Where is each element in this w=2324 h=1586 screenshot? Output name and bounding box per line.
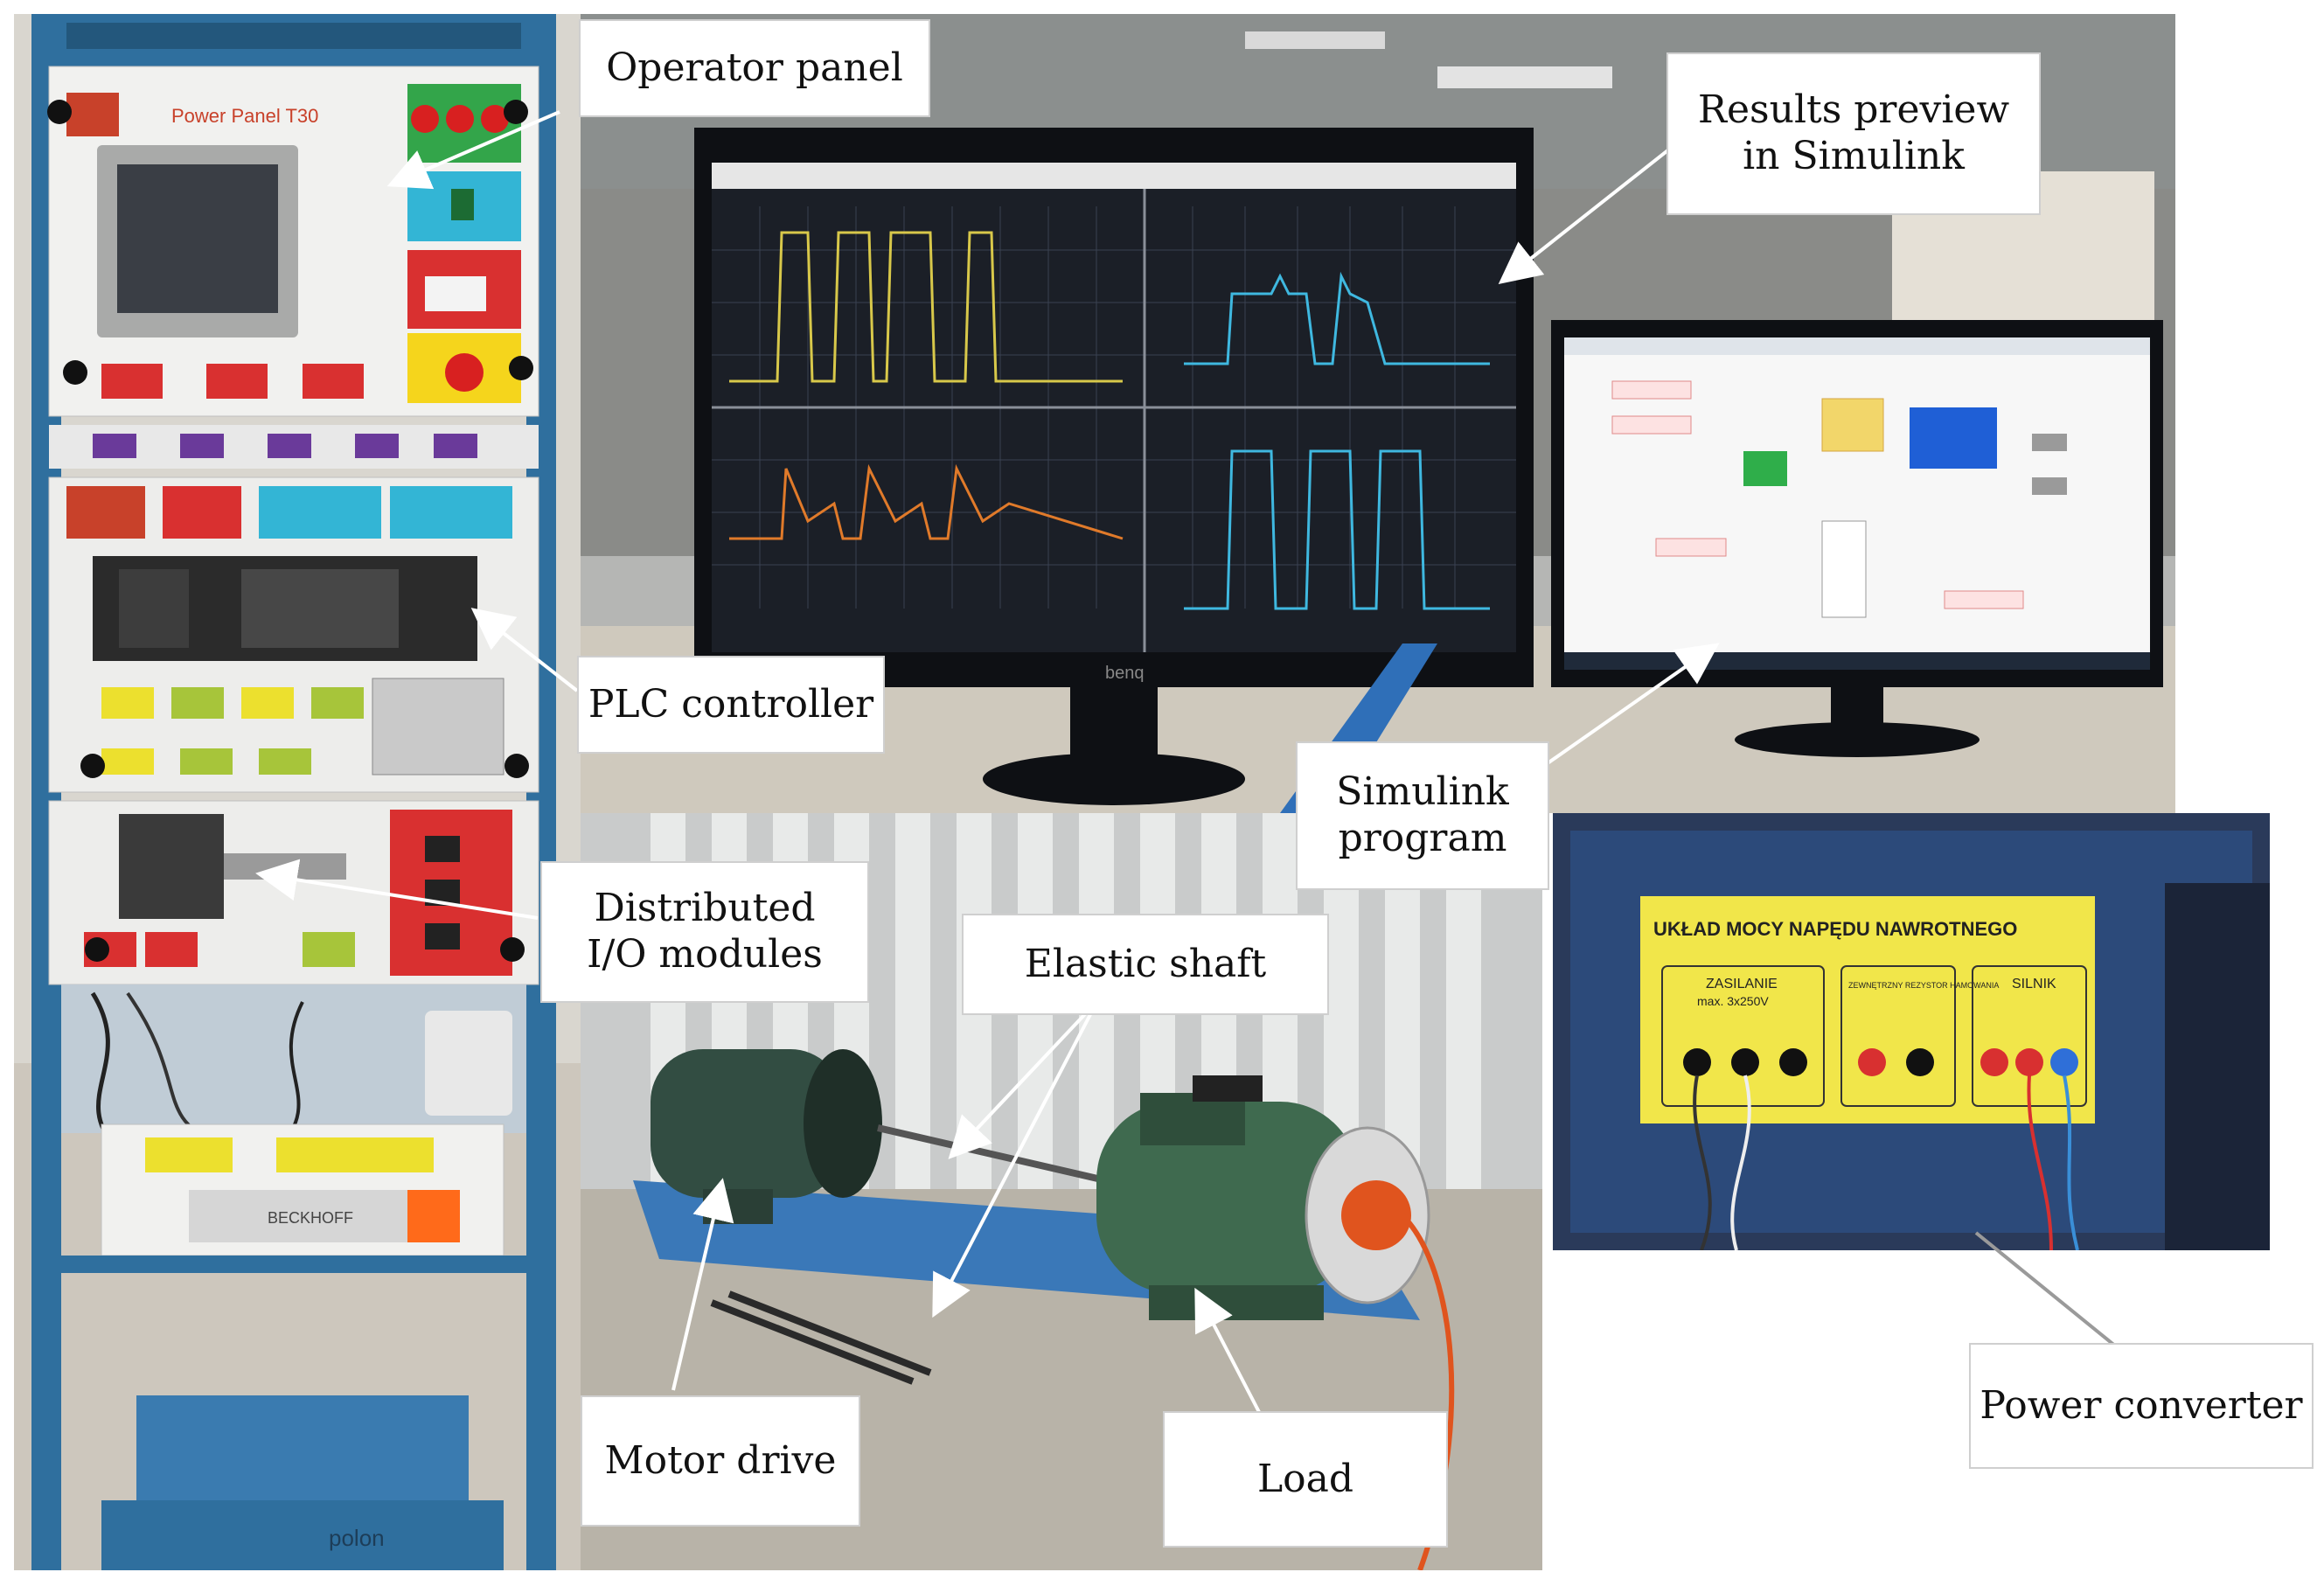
label-results-preview: Results preview in Simulink [1666, 52, 2041, 215]
arrow-elastic-shaft-1 [948, 999, 1099, 1159]
arrow-simulink-program [1537, 643, 1720, 771]
power-converter-illustration: UKŁAD MOCY NAPĘDU NAWROTNEGO ZASILANIE m… [1553, 813, 2270, 1250]
label-simulink-program: Simulink program [1296, 741, 1549, 890]
label-load: Load [1163, 1411, 1448, 1548]
arrow-elastic-shaft-2 [932, 1000, 1099, 1318]
label-power-converter: Power converter [1969, 1343, 2314, 1469]
converter-section-1: ZASILANIE [1706, 977, 1778, 991]
rack-brand: polon [329, 1525, 385, 1551]
label-operator-panel: Operator panel [579, 19, 930, 117]
arrow-operator-panel [386, 110, 560, 190]
arrow-motor-drive [671, 1178, 734, 1391]
rack-photo: Power Panel T30 [14, 14, 581, 1570]
label-plc-controller: PLC controller [577, 656, 885, 754]
power-panel-title: Power Panel T30 [171, 105, 318, 127]
arrow-power-converter [1974, 1231, 2118, 1348]
monitor-brand: benq [1105, 664, 1145, 683]
converter-section-1-sub: max. 3x250V [1697, 994, 1769, 1008]
arrow-load [1194, 1287, 1261, 1413]
io-module-text: BECKHOFF [268, 1209, 353, 1227]
arrow-results-preview [1498, 147, 1672, 284]
arrow-distributed-io [255, 859, 539, 920]
converter-title: UKŁAD MOCY NAPĘDU NAWROTNEGO [1653, 918, 2017, 940]
power-converter-photo: UKŁAD MOCY NAPĘDU NAWROTNEGO ZASILANIE m… [1553, 813, 2270, 1250]
converter-section-3: SILNIK [2012, 977, 2056, 991]
arrow-plc-controller [470, 608, 579, 692]
label-distributed-io: Distributed I/O modules [540, 861, 869, 1003]
converter-section-2: ZEWNĘTRZNY REZYSTOR HAMOWANIA [1848, 981, 1999, 990]
label-elastic-shaft: Elastic shaft [962, 914, 1329, 1015]
label-motor-drive: Motor drive [581, 1395, 860, 1527]
rack-illustration: Power Panel T30 [14, 14, 581, 1570]
